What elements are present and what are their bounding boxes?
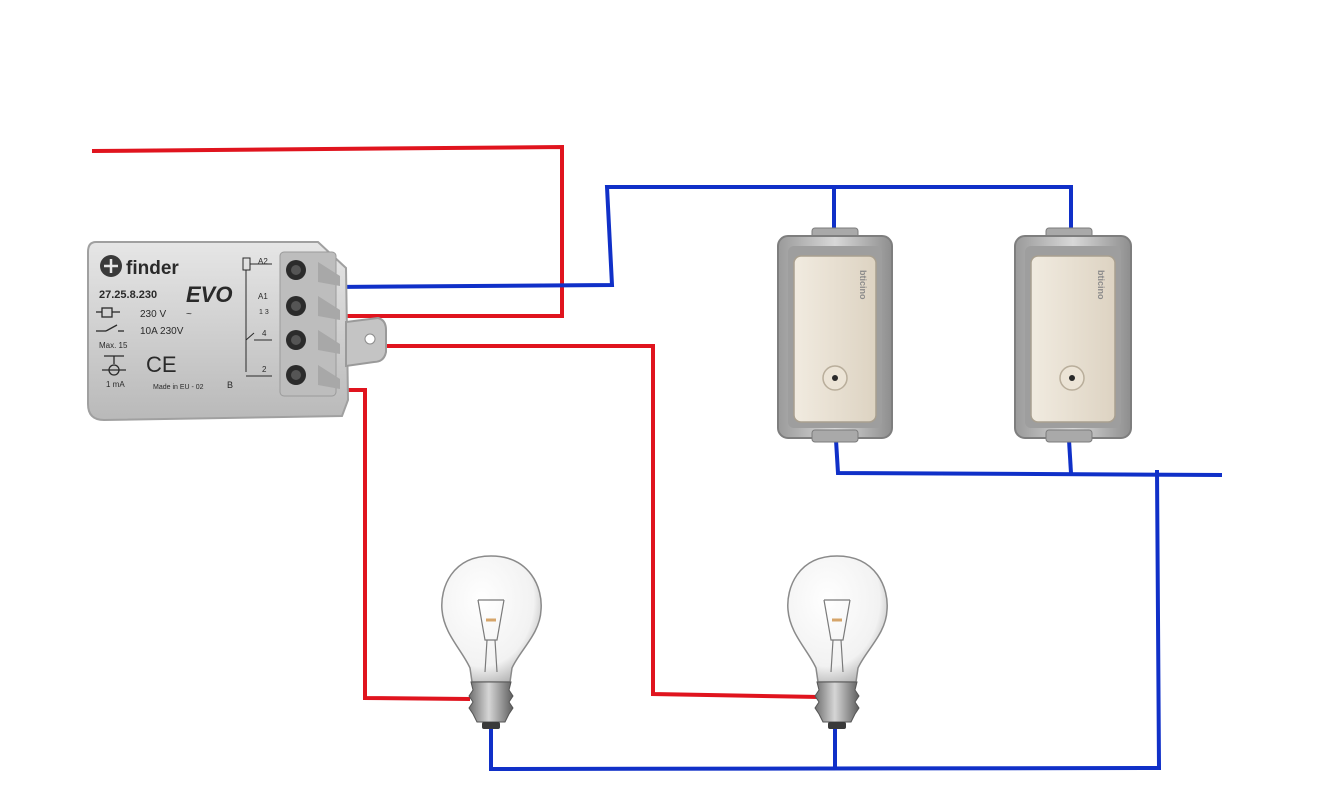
light-bulb-2-icon	[787, 555, 888, 729]
push-button-switch-2: bticino	[1014, 227, 1132, 443]
light-bulb-1-icon	[441, 555, 542, 729]
terminal-label-2: 2	[262, 365, 267, 374]
switch-brand: bticino	[1096, 270, 1106, 300]
relay-series: EVO	[186, 282, 232, 307]
wire-neutral-return	[489, 469, 1162, 772]
relay-brand: finder	[126, 258, 179, 279]
wire-switch2-bottom	[1067, 439, 1073, 474]
relay-current: 1 mA	[106, 380, 125, 389]
wire-relay-to-switch-top	[329, 185, 1073, 289]
relay-terminal-block	[279, 251, 337, 397]
ac-symbol-icon: ~	[186, 309, 192, 320]
relay-max: Max. 15	[99, 341, 128, 350]
relay-contact-rating: 10A 230V	[140, 326, 184, 337]
wire-lamp2-phase	[340, 344, 821, 699]
ce-mark-icon: CE	[146, 352, 177, 377]
relay-terminals	[286, 260, 340, 389]
pushbutton-symbol-icon	[102, 355, 126, 376]
finder-relay: finder 27.25.8.230 EVO 230 V ~ 10A 230V …	[87, 241, 387, 422]
relay-internal-schematic-icon	[242, 257, 272, 377]
switch-button	[1030, 255, 1116, 423]
phase-wires	[91, 144, 821, 701]
wire-lamp1-phase	[348, 388, 471, 701]
relay-mounting-hole	[364, 333, 376, 345]
push-button-switch-1: bticino	[777, 227, 893, 443]
wire-switch-bottom-bus	[834, 439, 1223, 477]
switch-button	[793, 255, 877, 423]
terminal-label-4: 4	[262, 329, 267, 338]
contact-symbol-icon	[96, 324, 124, 332]
wire-phase-feed	[91, 144, 564, 318]
relay-origin: Made in EU - 02	[153, 384, 204, 391]
terminal-label-13: 1 3	[259, 309, 269, 316]
finder-logo-icon	[100, 255, 122, 277]
relay-batch: B	[227, 380, 233, 390]
switch-brand: bticino	[858, 270, 868, 300]
neutral-wires	[329, 185, 1223, 772]
relay-coil-rating: 230 V	[140, 309, 166, 320]
terminal-label-a1: A1	[258, 292, 268, 301]
relay-model: 27.25.8.230	[99, 289, 157, 301]
coil-symbol-icon	[96, 307, 120, 318]
terminal-label-a2: A2	[258, 257, 268, 266]
